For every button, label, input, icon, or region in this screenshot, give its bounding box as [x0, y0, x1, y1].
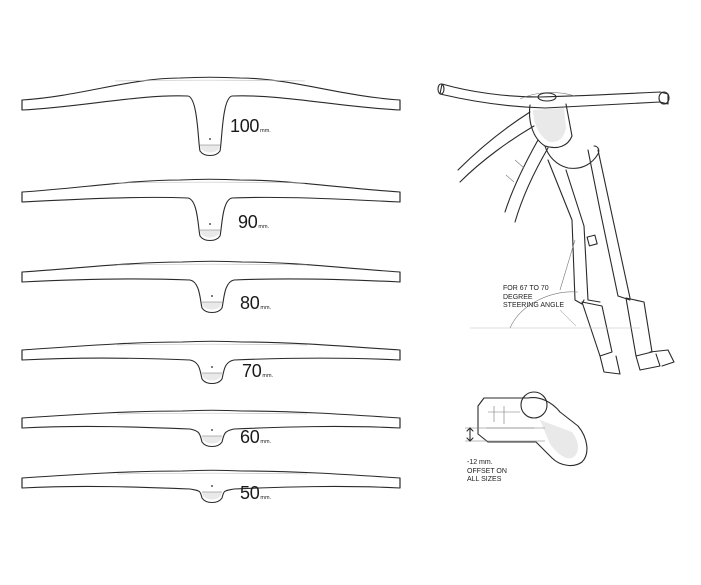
bar-end	[658, 91, 670, 105]
bolt-dot	[209, 223, 211, 225]
taper-line	[114, 181, 306, 184]
handlebar-outline	[21, 260, 401, 314]
offset-note: -12 mm. OFFSET ON ALL SIZES	[467, 459, 507, 485]
stem-length-value: 70	[242, 361, 262, 381]
taper-line	[116, 343, 308, 346]
stem-length-label: 60mm.	[240, 427, 271, 448]
taper-line	[116, 472, 308, 475]
handlebar-drawing	[21, 260, 401, 314]
stem-length-label: 90mm.	[238, 212, 269, 233]
clamp-shade	[200, 145, 220, 153]
offset-note-line: OFFSET ON	[467, 467, 507, 475]
steering-note-line: STEERING ANGLE	[503, 302, 565, 309]
steering-note-line: DEGREE	[503, 293, 533, 301]
taper-line	[116, 412, 308, 415]
bike-handlebar	[439, 83, 669, 109]
stem-length-unit: mm.	[260, 128, 271, 134]
stem-length-value: 60	[240, 427, 260, 447]
handlebar-outline	[21, 409, 401, 448]
clamp-shade	[202, 373, 222, 381]
clamp-shade	[200, 230, 220, 238]
bolt-dot	[211, 429, 213, 431]
bar-clamp	[520, 391, 548, 419]
handlebar-drawing	[21, 469, 401, 504]
handlebar-drawing	[21, 178, 401, 242]
bolt-dot	[211, 366, 213, 368]
stem-length-unit: mm.	[260, 439, 272, 445]
bar-end-left	[437, 83, 445, 95]
stem-length-unit: mm.	[262, 373, 274, 379]
stem-length-value: 50	[240, 483, 260, 503]
steering-angle-note: FOR 67 TO 70 DEGREE STEERING ANGLE	[503, 285, 564, 311]
stem-length-value: 80	[240, 293, 260, 313]
stem-length-value: 100	[230, 116, 260, 136]
bolt-dot	[209, 138, 211, 140]
clamp-shade	[202, 492, 222, 500]
taper-line	[116, 263, 308, 266]
stem-detail-drawing	[465, 391, 588, 467]
handlebar-outline	[21, 178, 401, 242]
clamp-shade	[202, 302, 222, 310]
bolt-dot	[211, 485, 213, 487]
handlebar-outline	[21, 76, 401, 157]
bolt-dot	[211, 295, 213, 297]
stem-length-label: 50mm.	[240, 483, 271, 504]
handlebar-drawing	[21, 76, 401, 157]
stem-length-unit: mm.	[258, 224, 270, 230]
handlebar-drawing	[21, 409, 401, 448]
clamp-shade	[202, 436, 222, 444]
stem-length-label: 70mm.	[242, 361, 273, 382]
offset-note-line: -12 mm.	[467, 459, 493, 466]
steerer-cap	[537, 92, 557, 102]
steering-note-line: FOR 67 TO 70	[503, 285, 549, 292]
stem-length-unit: mm.	[260, 305, 272, 311]
stem-length-label: 100mm.	[230, 116, 271, 137]
handlebar-outline	[21, 340, 401, 385]
handlebar-drawing	[21, 340, 401, 385]
handlebar-outline	[21, 469, 401, 504]
handlebar-set	[21, 76, 401, 504]
stem-length-label: 80mm.	[240, 293, 271, 314]
stem-length-unit: mm.	[260, 495, 272, 501]
offset-note-line: ALL SIZES	[467, 476, 502, 483]
stem-length-value: 90	[238, 212, 258, 232]
taper-line	[114, 79, 306, 82]
bike-front-drawing	[437, 83, 675, 375]
